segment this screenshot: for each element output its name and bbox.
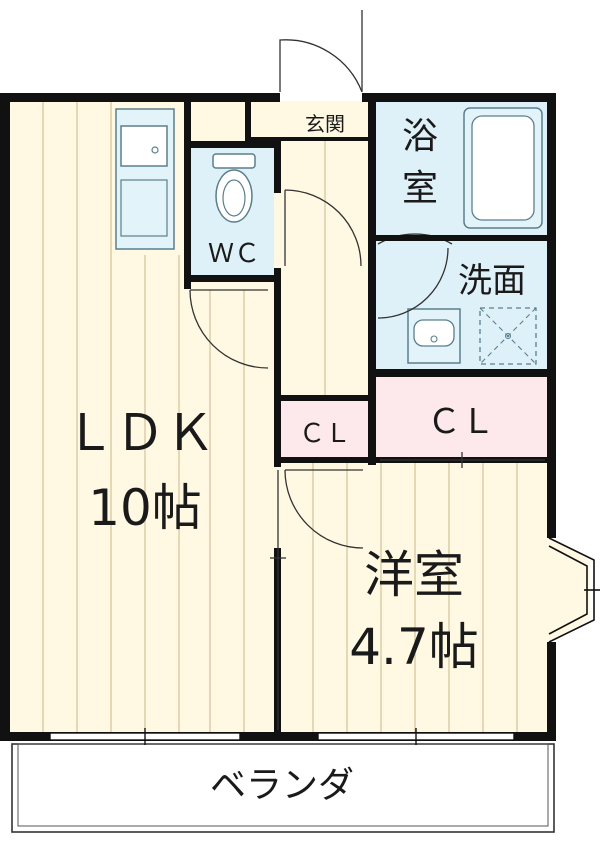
closet-large-label: ＣＬ bbox=[427, 402, 495, 442]
ldk-wood-grain bbox=[42, 101, 245, 732]
wall-outer-right-upper bbox=[547, 93, 556, 538]
washing-machine-pan bbox=[479, 307, 537, 365]
kitchen-sink bbox=[120, 125, 168, 167]
toilet bbox=[212, 153, 256, 223]
balcony-inner-line bbox=[17, 743, 549, 827]
wall-outer-top-right bbox=[362, 93, 556, 102]
bathtub bbox=[463, 107, 543, 229]
western-wood-grain bbox=[312, 463, 518, 732]
wall-outer-right-lower bbox=[547, 642, 556, 741]
wall-entrance-step bbox=[250, 137, 370, 141]
toilet-seat bbox=[222, 179, 246, 217]
bay-window-floor bbox=[549, 538, 590, 642]
kitchen-stove bbox=[120, 179, 168, 237]
room-labels: 玄関 浴 室 ＷＣ 洗面 ＬＤＫ 10帖 ＣＬ ＣＬ 洋室 4.7帖 ベランダ bbox=[65, 112, 526, 806]
washroom-floor bbox=[375, 241, 547, 369]
wall-hall-left-lower bbox=[274, 268, 281, 467]
front-door-swing bbox=[279, 39, 363, 93]
wall-bath-bottom bbox=[368, 235, 556, 241]
bath-label-1: 浴 bbox=[402, 116, 438, 157]
wall-wc-top bbox=[184, 141, 280, 148]
wall-closet-small-top bbox=[274, 395, 374, 401]
door-swings bbox=[189, 10, 453, 549]
balcony bbox=[11, 743, 555, 833]
wc-door-swing bbox=[189, 289, 269, 369]
washing-pan-diag-2 bbox=[479, 307, 537, 365]
closet-large-floor bbox=[375, 377, 547, 457]
ldk-size-label: 10帖 bbox=[88, 479, 202, 537]
washbasin-bowl bbox=[413, 319, 455, 347]
bathtub-inner bbox=[471, 115, 535, 221]
western-room-label: 洋室 bbox=[364, 546, 464, 604]
bath-label-2: 室 bbox=[402, 168, 438, 209]
wall-wc-bottom bbox=[184, 275, 280, 282]
western-door-swing bbox=[284, 469, 364, 549]
wall-hall-left bbox=[274, 141, 281, 193]
toilet-bowl bbox=[215, 169, 253, 223]
wall-outer-left bbox=[0, 93, 10, 741]
western-room-size-label: 4.7帖 bbox=[349, 618, 479, 676]
wall-upper-left-divider bbox=[245, 101, 251, 145]
wall-washroom-bottom bbox=[368, 369, 556, 377]
balcony-label: ベランダ bbox=[210, 765, 354, 806]
washroom-label: 洗面 bbox=[458, 261, 526, 301]
closet-small-label: ＣＬ bbox=[299, 419, 351, 449]
closet-small-floor bbox=[281, 401, 369, 457]
balcony-outline bbox=[11, 743, 555, 833]
washbasin bbox=[407, 308, 461, 364]
kitchen-counter bbox=[115, 108, 175, 250]
washroom-door-swing bbox=[377, 247, 449, 319]
wall-outer-top-left bbox=[0, 93, 280, 102]
washbasin-drain bbox=[430, 335, 438, 343]
toilet-tank bbox=[212, 153, 256, 169]
sliding-doors bbox=[270, 452, 545, 730]
wall-wc-left bbox=[184, 101, 191, 289]
washing-machine-space bbox=[479, 307, 537, 365]
wc-label: ＷＣ bbox=[208, 239, 260, 269]
ldk-label: ＬＤＫ bbox=[65, 404, 215, 462]
kitchen-drain bbox=[151, 146, 159, 154]
bay-window bbox=[548, 537, 600, 643]
western-floor bbox=[279, 461, 549, 732]
entrance-label: 玄関 bbox=[305, 112, 345, 136]
washing-pan-drain bbox=[504, 332, 512, 340]
hall-door-swing bbox=[284, 189, 362, 267]
upper-left-floor bbox=[190, 101, 250, 141]
balcony-windows bbox=[49, 728, 515, 745]
wall-wet-left bbox=[368, 93, 376, 465]
